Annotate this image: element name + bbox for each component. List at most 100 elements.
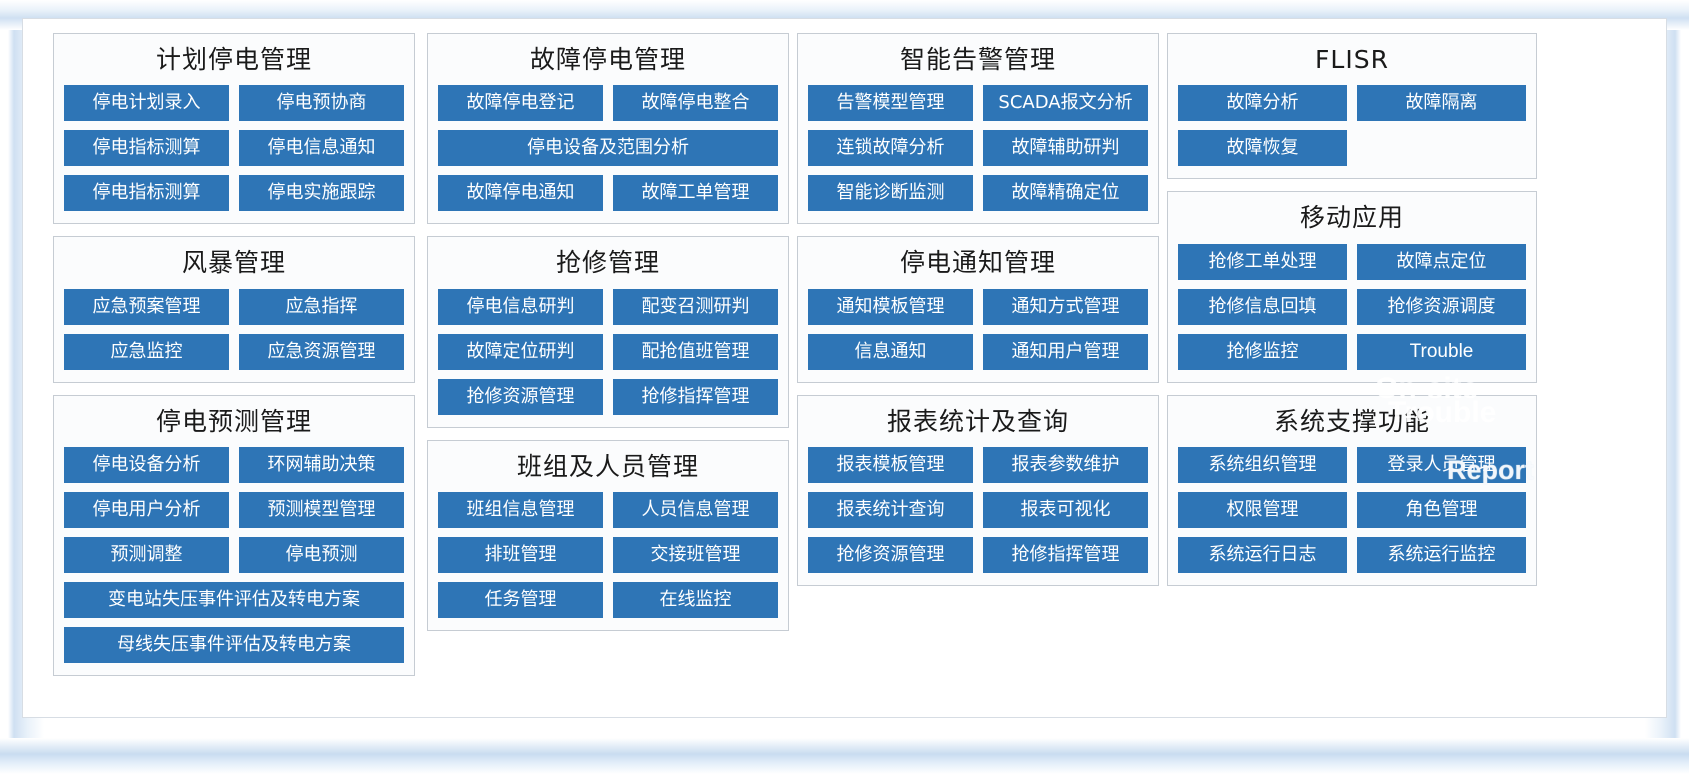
button-row: 停电指标测算停电实施跟踪: [64, 175, 404, 212]
module-button[interactable]: 信息通知: [808, 333, 973, 370]
module-button[interactable]: 故障辅助研判: [983, 130, 1148, 167]
module-button[interactable]: 权限管理: [1178, 491, 1347, 528]
module-button[interactable]: 角色管理: [1357, 491, 1526, 528]
module-button[interactable]: 故障隔离: [1357, 85, 1526, 122]
panel-planned-outage-management: 计划停电管理停电计划录入停电预协商停电指标测算停电信息通知停电指标测算停电实施跟…: [53, 33, 415, 225]
module-button[interactable]: 系统组织管理: [1178, 446, 1347, 483]
module-button[interactable]: 环网辅助决策: [239, 446, 404, 483]
module-button[interactable]: 智能诊断监测: [808, 175, 973, 212]
module-button[interactable]: 停电预测: [239, 536, 404, 573]
module-button[interactable]: 告警模型管理: [808, 85, 973, 122]
module-button[interactable]: 故障停电整合: [613, 85, 778, 122]
module-button[interactable]: 停电设备及范围分析: [438, 130, 778, 167]
column-1: 计划停电管理停电计划录入停电预协商停电指标测算停电信息通知停电指标测算停电实施跟…: [53, 33, 415, 688]
module-button[interactable]: 预测模型管理: [239, 491, 404, 528]
button-row: 抢修信息回填抢修资源调度: [1178, 288, 1526, 325]
module-button[interactable]: 抢修信息回填: [1178, 288, 1347, 325]
module-button[interactable]: 报表参数维护: [983, 446, 1148, 483]
module-button[interactable]: 停电指标测算: [64, 175, 229, 212]
button-row: 信息通知通知用户管理: [808, 333, 1148, 370]
module-button[interactable]: 停电信息研判: [438, 288, 603, 325]
panel-title: FLISR: [1315, 45, 1389, 74]
column-2: 故障停电管理故障停电登记故障停电整合停电设备及范围分析故障停电通知故障工单管理抢…: [427, 33, 789, 643]
module-button[interactable]: 应急资源管理: [239, 333, 404, 370]
module-button[interactable]: 排班管理: [438, 536, 603, 573]
module-button[interactable]: 抢修指挥管理: [983, 536, 1148, 573]
module-button[interactable]: 停电计划录入: [64, 85, 229, 122]
module-button[interactable]: 应急监控: [64, 333, 229, 370]
button-row: 应急监控应急资源管理: [64, 333, 404, 370]
module-button[interactable]: 登录人员管理: [1357, 446, 1526, 483]
module-button[interactable]: 停电实施跟踪: [239, 175, 404, 212]
module-button[interactable]: 抢修指挥管理: [613, 378, 778, 415]
module-button[interactable]: 停电指标测算: [64, 130, 229, 167]
architecture-diagram-canvas: 计划停电管理停电计划录入停电预协商停电指标测算停电信息通知停电指标测算停电实施跟…: [22, 18, 1667, 718]
module-button[interactable]: 人员信息管理: [613, 491, 778, 528]
button-row: 母线失压事件评估及转电方案: [64, 626, 404, 663]
module-button[interactable]: SCADA报文分析: [983, 85, 1148, 122]
module-button[interactable]: 交接班管理: [613, 536, 778, 573]
module-button[interactable]: 在线监控: [613, 581, 778, 618]
module-button[interactable]: 故障恢复: [1178, 130, 1347, 167]
module-button[interactable]: 配变召测研判: [613, 288, 778, 325]
button-row: 停电指标测算停电信息通知: [64, 130, 404, 167]
panel-title: 故障停电管理: [529, 45, 686, 74]
panel-title: 系统支撑功能: [1273, 406, 1430, 436]
module-button[interactable]: 故障点定位: [1357, 243, 1526, 280]
module-button[interactable]: 抢修工单处理: [1178, 243, 1347, 280]
module-button[interactable]: 通知用户管理: [983, 333, 1148, 370]
module-button[interactable]: 任务管理: [438, 581, 603, 618]
module-button[interactable]: 应急预案管理: [64, 288, 229, 325]
button-row: 抢修资源管理抢修指挥管理: [438, 378, 778, 415]
button-row: 报表模板管理报表参数维护: [808, 446, 1148, 483]
button-row: 应急预案管理应急指挥: [64, 288, 404, 325]
module-button[interactable]: 连锁故障分析: [808, 130, 973, 167]
panel-flisr: FLISR 故障分析故障隔离故障恢复: [1167, 33, 1537, 180]
module-button[interactable]: 配抢值班管理: [613, 333, 778, 370]
module-button[interactable]: 故障精确定位: [983, 175, 1148, 212]
module-button[interactable]: 停电信息通知: [239, 130, 404, 167]
module-button[interactable]: 停电预协商: [239, 85, 404, 122]
module-button[interactable]: 系统运行日志: [1178, 536, 1347, 573]
panel-title: 计划停电管理: [155, 45, 312, 74]
module-button[interactable]: 报表统计查询: [808, 491, 973, 528]
module-button[interactable]: 抢修资源管理: [438, 378, 603, 415]
module-button[interactable]: 班组信息管理: [438, 491, 603, 528]
module-button[interactable]: 报表可视化: [983, 491, 1148, 528]
module-button[interactable]: 抢修监控: [1178, 333, 1347, 370]
module-button[interactable]: 母线失压事件评估及转电方案: [64, 626, 404, 663]
button-row: 系统组织管理登录人员管理: [1178, 446, 1526, 483]
button-row: 故障分析故障隔离: [1178, 85, 1526, 122]
panel-title: 抢修管理: [555, 248, 660, 278]
module-button[interactable]: 预测调整: [64, 536, 229, 573]
module-button[interactable]: 故障工单管理: [613, 175, 778, 212]
button-row: 故障停电登记故障停电整合: [438, 85, 778, 122]
panel-system-support-functions: 系统支撑功能系统组织管理登录人员管理权限管理角色管理系统运行日志系统运行监控: [1167, 394, 1537, 586]
panel-fault-outage-management: 故障停电管理故障停电登记故障停电整合停电设备及范围分析故障停电通知故障工单管理: [427, 33, 789, 225]
panel-crew-and-personnel-management: 班组及人员管理班组信息管理人员信息管理排班管理交接班管理任务管理在线监控: [427, 439, 789, 631]
module-button[interactable]: 系统运行监控: [1357, 536, 1526, 573]
button-row: 变电站失压事件评估及转电方案: [64, 581, 404, 618]
module-button[interactable]: 停电设备分析: [64, 446, 229, 483]
module-button[interactable]: 抢修资源调度: [1357, 288, 1526, 325]
module-button[interactable]: 变电站失压事件评估及转电方案: [64, 581, 404, 618]
module-button[interactable]: 停电用户分析: [64, 491, 229, 528]
module-button[interactable]: 应急指挥: [239, 288, 404, 325]
button-row: 停电设备分析环网辅助决策: [64, 446, 404, 483]
module-button[interactable]: 故障分析: [1178, 85, 1347, 122]
module-button[interactable]: Trouble: [1357, 333, 1526, 370]
module-button[interactable]: 通知方式管理: [983, 288, 1148, 325]
button-row: 班组信息管理人员信息管理: [438, 491, 778, 528]
module-button[interactable]: 抢修资源管理: [808, 536, 973, 573]
module-button[interactable]: 故障停电登记: [438, 85, 603, 122]
module-button[interactable]: 报表模板管理: [808, 446, 973, 483]
button-row: 抢修工单处理故障点定位: [1178, 243, 1526, 280]
module-button[interactable]: 故障定位研判: [438, 333, 603, 370]
button-row: 停电计划录入停电预协商: [64, 85, 404, 122]
module-button[interactable]: 故障停电通知: [438, 175, 603, 212]
module-button[interactable]: 通知模板管理: [808, 288, 973, 325]
